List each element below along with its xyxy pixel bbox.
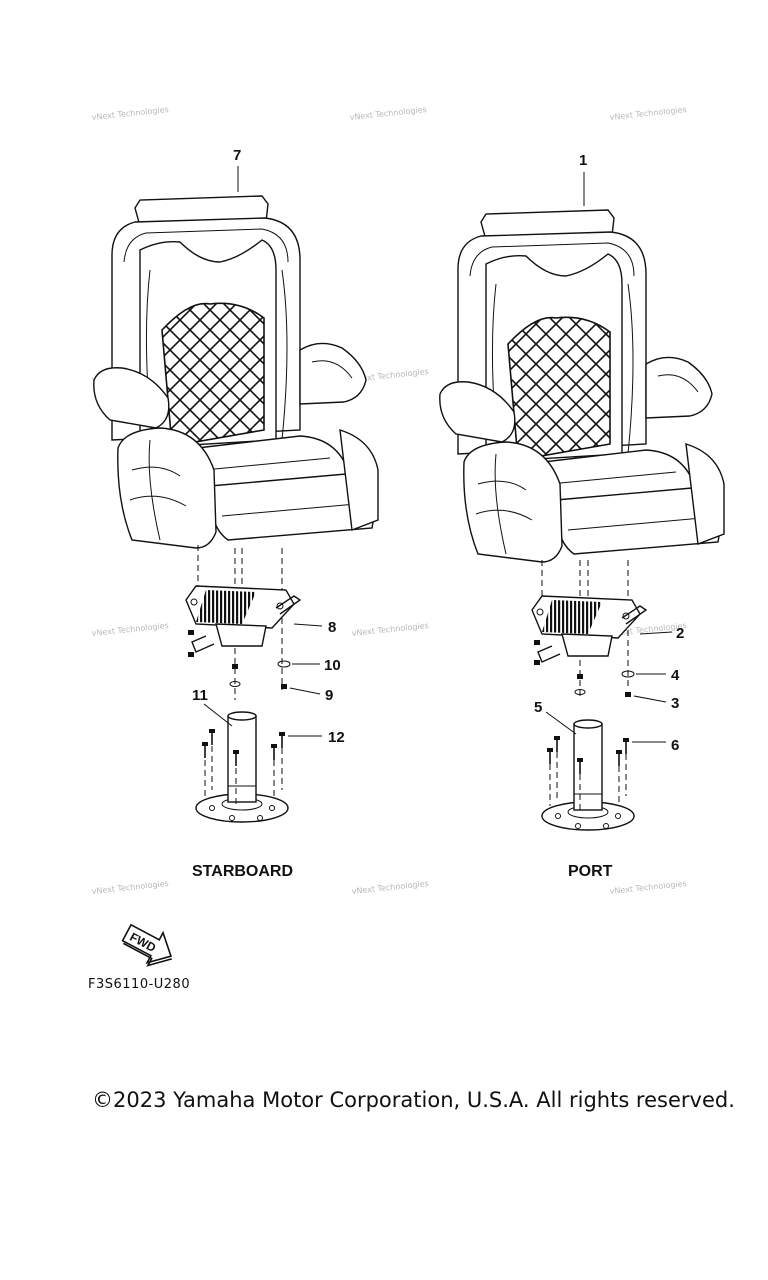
callout-6: 6 [671, 737, 679, 754]
callout-12: 12 [328, 729, 345, 746]
parts-diagram: vNext Technologies vNext Technologies vN… [91, 105, 725, 967]
watermark: vNext Technologies [349, 105, 427, 122]
callout-2: 2 [676, 625, 684, 642]
starboard-swivel [185, 585, 301, 653]
callout-3: 3 [671, 695, 679, 712]
watermark: vNext Technologies [91, 621, 169, 638]
watermark: vNext Technologies [609, 879, 687, 896]
fwd-arrow-icon: FWD [121, 923, 172, 967]
watermark: vNext Technologies [351, 621, 429, 638]
callout-4: 4 [671, 667, 680, 684]
callout-11: 11 [192, 687, 208, 704]
callout-5: 5 [534, 699, 542, 716]
port-label: PORT [568, 863, 613, 880]
watermark: vNext Technologies [351, 879, 429, 896]
copyright-text: ©2023 Yamaha Motor Corporation, U.S.A. A… [92, 1088, 735, 1112]
callout-10: 10 [324, 657, 341, 674]
callout-1: 1 [579, 152, 587, 169]
watermark: vNext Technologies [91, 879, 169, 896]
callout-8: 8 [328, 619, 336, 636]
watermark: vNext Technologies [91, 105, 169, 122]
watermark: vNext Technologies [609, 105, 687, 122]
callout-7: 7 [233, 147, 241, 164]
starboard-seat [93, 195, 379, 549]
starboard-pedestal [195, 711, 289, 823]
starboard-label: STARBOARD [192, 863, 293, 880]
port-seat [438, 209, 725, 563]
callout-9: 9 [325, 687, 333, 704]
part-code: F3S6110-U280 [88, 977, 191, 992]
